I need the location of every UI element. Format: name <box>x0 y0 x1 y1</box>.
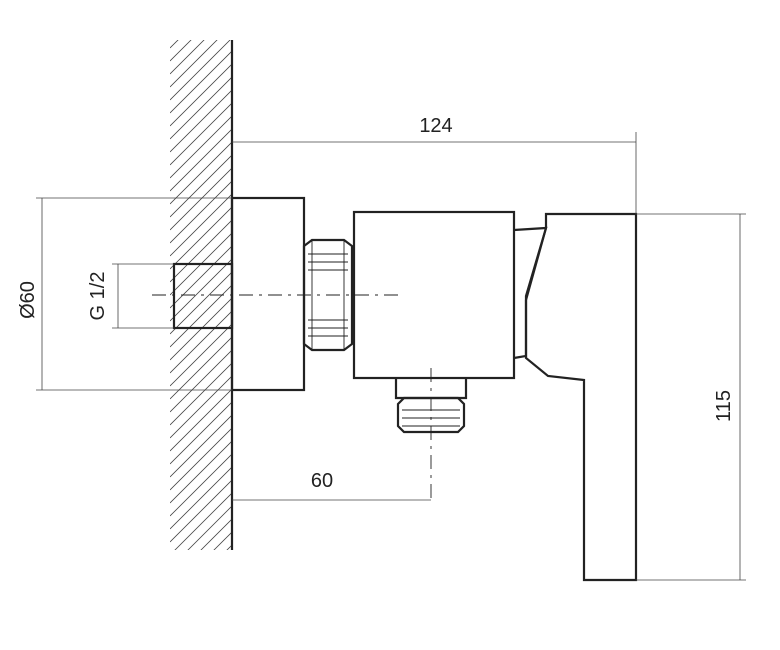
hatch-line <box>170 414 232 478</box>
hatch-line <box>170 440 232 504</box>
hatch-line <box>170 375 232 439</box>
hatch-line <box>170 154 232 218</box>
hatch-line <box>170 206 232 270</box>
hatch-line <box>170 479 232 543</box>
dimension-diameter-60: Ø60 <box>17 197 232 391</box>
dim-label-60: 60 <box>311 470 333 492</box>
hatch-line <box>170 141 232 205</box>
center-lines <box>152 294 432 500</box>
hatch-line <box>170 610 232 650</box>
hatch-line <box>170 453 232 517</box>
hatch-line <box>170 40 231 101</box>
dimension-115: 115 <box>636 213 746 581</box>
mixer-body <box>352 210 516 380</box>
hatch-line <box>170 167 232 231</box>
hatch-line <box>174 492 232 550</box>
dim-label-124: 124 <box>419 115 452 137</box>
hatch-line <box>170 40 192 62</box>
hatch-line <box>170 258 232 322</box>
hatch-line <box>170 466 232 530</box>
hatch-line <box>170 40 205 75</box>
hatch-line <box>187 505 232 550</box>
hatch-line <box>200 518 232 550</box>
hatch-line <box>170 349 232 413</box>
hatch-line <box>170 40 179 49</box>
hatch-line <box>170 245 232 309</box>
hatch-line <box>170 0 232 35</box>
hatch-line <box>170 558 232 620</box>
hatch-line <box>170 571 232 633</box>
hatch-line <box>170 427 232 491</box>
hatch-line <box>170 284 232 348</box>
hatch-line <box>213 531 232 550</box>
inlet-nipple <box>172 262 234 330</box>
hatch-line <box>170 0 232 22</box>
hatch-line <box>170 271 232 335</box>
hatch-line <box>226 544 232 550</box>
hatch-line <box>170 76 232 140</box>
hatch-line <box>170 597 232 650</box>
wall-flange <box>230 196 306 392</box>
wall-hatching <box>170 0 232 650</box>
dim-label-115: 115 <box>713 390 735 422</box>
hatch-line <box>170 362 232 426</box>
hatch-line <box>170 336 232 400</box>
dim-label-diameter-60: Ø60 <box>17 281 39 319</box>
hatch-line <box>170 310 232 374</box>
hex-connector <box>302 238 354 352</box>
hatch-line <box>170 102 232 166</box>
lever-handle <box>513 212 638 582</box>
hatch-line <box>170 584 232 646</box>
hatch-line <box>170 63 232 127</box>
hatch-line <box>170 40 218 88</box>
hatch-line <box>170 401 232 465</box>
hatch-line <box>170 193 232 257</box>
hatch-line <box>170 388 232 452</box>
hatch-line <box>170 180 232 244</box>
dimension-thread: G 1/2 <box>87 263 174 329</box>
hatch-line <box>170 115 232 179</box>
dimension-124: 124 <box>232 115 637 214</box>
dimension-60: 60 <box>232 470 431 501</box>
hatch-line <box>170 219 232 283</box>
hatch-line <box>170 323 232 387</box>
hatch-line <box>170 89 232 153</box>
dim-label-thread: G 1/2 <box>87 272 109 321</box>
hatch-line <box>170 50 232 114</box>
hatch-line <box>170 128 232 192</box>
